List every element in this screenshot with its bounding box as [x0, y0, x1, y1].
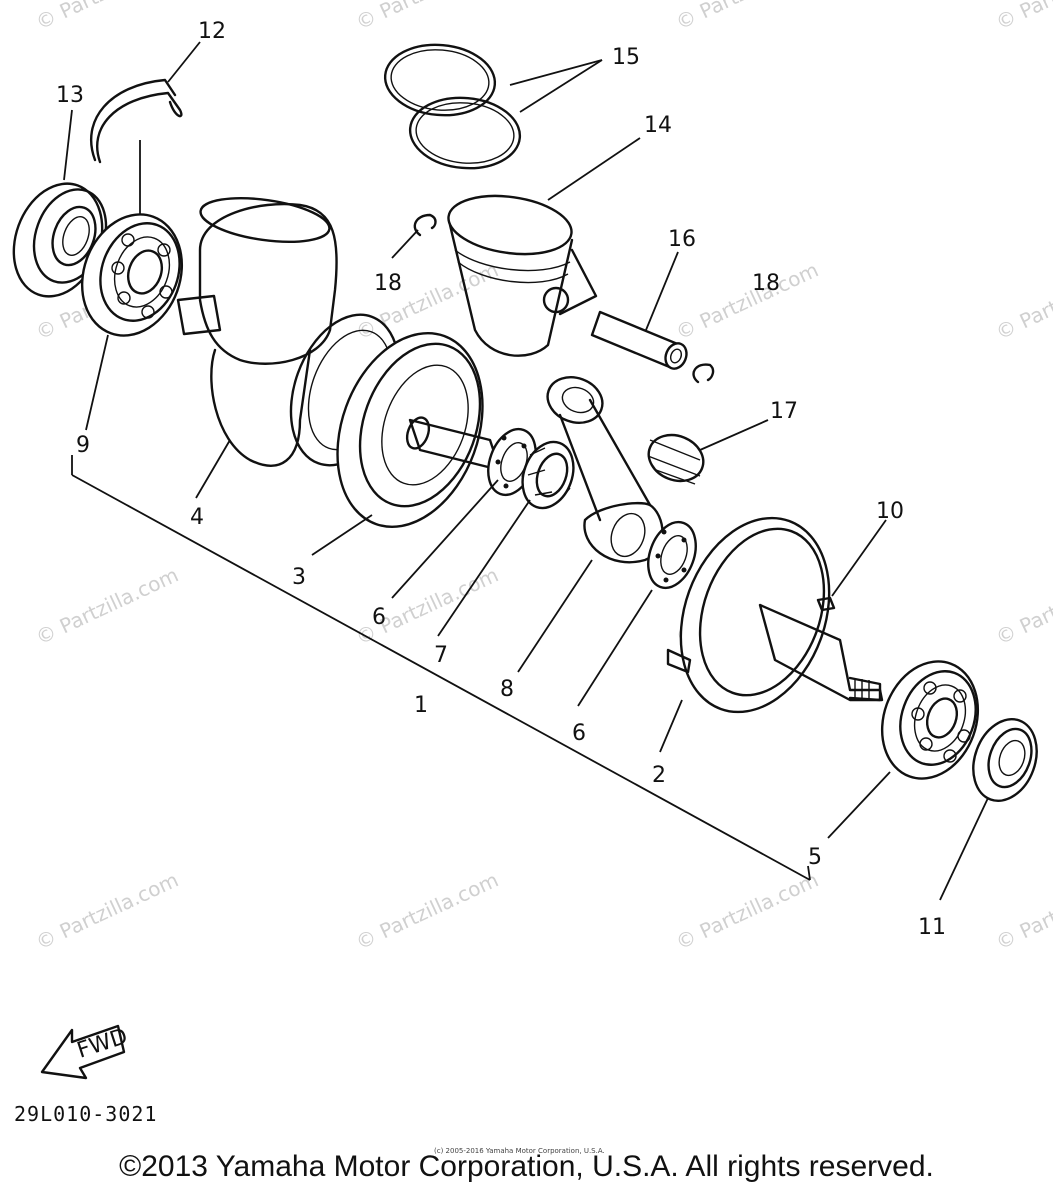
part-3-crank-web	[336, 331, 502, 529]
callout-14: 14	[644, 113, 672, 138]
watermark: © Partzilla.com	[32, 563, 182, 650]
part-15-piston-rings	[383, 43, 522, 170]
callout-18-second: 18	[752, 271, 780, 296]
callout-2: 2	[652, 763, 666, 788]
part-12-circlip	[90, 78, 183, 164]
part-11-oil-seal	[972, 718, 1038, 802]
part-16-piston-pin	[590, 310, 688, 370]
part-13-oil-seal	[12, 182, 108, 298]
callouts: 1 2 3 4 5 6 6 7 8 9 10 11 12 13 14 15 16…	[56, 19, 946, 940]
watermark: © Partzilla.com	[672, 868, 822, 955]
callout-13: 13	[56, 83, 84, 108]
part-4-crank-left	[176, 197, 401, 467]
part-5-bearing	[880, 660, 980, 780]
part-18-clip	[692, 363, 715, 384]
copyright-notice: ©2013 Yamaha Motor Corporation, U.S.A. A…	[119, 1150, 934, 1183]
diagram-code: 29L010-3021	[14, 1102, 158, 1126]
callout-4: 4	[190, 505, 204, 530]
callout-12: 12	[198, 19, 226, 44]
callout-17: 17	[770, 399, 798, 424]
fwd-label: FWD	[74, 1024, 131, 1064]
callout-3: 3	[292, 565, 306, 590]
watermark: © Partzilla.com	[32, 0, 182, 35]
part-7-needle-bearing	[521, 440, 575, 510]
callout-6: 6	[372, 605, 386, 630]
part-8-connecting-rod	[546, 376, 664, 564]
fwd-arrow: FWD	[40, 1024, 131, 1080]
part-6-washer-right	[647, 520, 697, 590]
callout-18: 18	[374, 271, 402, 296]
callout-16: 16	[668, 227, 696, 252]
watermark: © Partzilla.com	[672, 258, 822, 345]
assembly-bracket	[71, 455, 811, 881]
part-17-small-end-bearing	[647, 433, 705, 485]
part-2-crank-right	[666, 516, 884, 714]
part-18-clip	[413, 213, 437, 237]
callout-15: 15	[612, 45, 640, 70]
small-copyright: (c) 2005-2016 Yamaha Motor Corporation, …	[434, 1147, 605, 1155]
callout-7: 7	[434, 643, 448, 668]
callout-8: 8	[500, 677, 514, 702]
watermark: © Partzilla.com	[672, 0, 822, 35]
leader-lines	[63, 41, 989, 901]
part-14-piston	[447, 194, 598, 357]
callout-5: 5	[808, 845, 822, 870]
callout-11: 11	[918, 915, 946, 940]
watermark: © Partzilla.com	[32, 868, 182, 955]
callout-6-second: 6	[572, 721, 586, 746]
part-10-key	[816, 596, 836, 612]
watermark: © Partzilla.com	[352, 868, 502, 955]
callout-9: 9	[76, 433, 90, 458]
callout-1: 1	[414, 693, 428, 718]
watermark: © Partzilla.com	[992, 868, 1053, 955]
watermark: © Partzilla.com	[992, 0, 1053, 35]
watermark: © Partzilla.com	[992, 563, 1053, 650]
callout-10: 10	[876, 499, 904, 524]
watermark: © Partzilla.com	[352, 0, 502, 35]
part-9-bearing	[80, 213, 184, 337]
watermark: © Partzilla.com	[992, 258, 1053, 345]
